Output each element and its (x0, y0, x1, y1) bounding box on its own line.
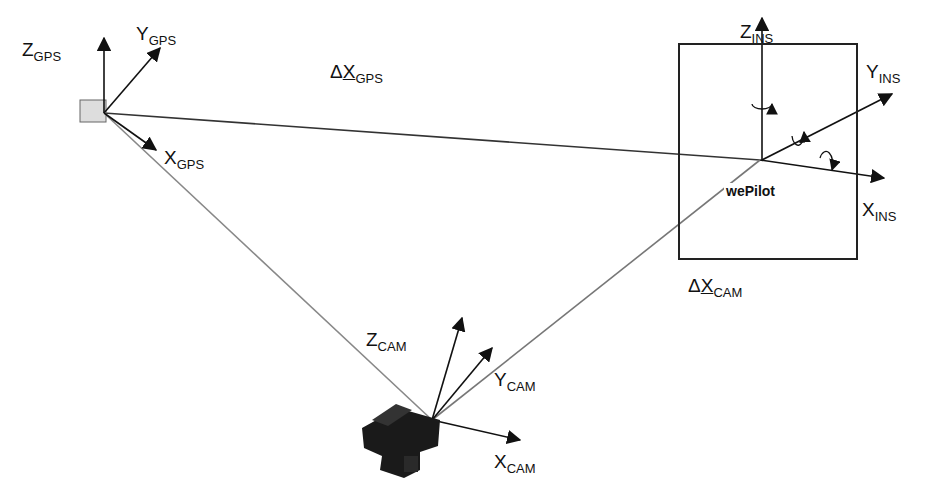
gps-x-axis (104, 113, 156, 150)
axis-label: ZGPS (22, 40, 61, 59)
gps-antenna (80, 100, 106, 122)
axis-label: YINS (866, 62, 900, 81)
cam-lever-arm (432, 160, 760, 420)
rotation-y (792, 132, 804, 145)
rotation-x (820, 151, 833, 170)
axis-label: ΔXCAM (688, 276, 742, 295)
axis-label: YGPS (136, 24, 176, 43)
axis-label: ZINS (740, 22, 773, 41)
cam-y-axis (432, 348, 492, 420)
ins-y-axis (762, 94, 892, 160)
cam-x-axis (432, 420, 520, 440)
gps-cam-line (104, 113, 432, 420)
axis-label: XGPS (164, 148, 204, 167)
ins-box: wePilot (678, 43, 858, 260)
camera (362, 404, 440, 478)
axis-label: ΔXGPS (330, 62, 383, 81)
axis-label: XCAM (494, 452, 536, 471)
axis-label: ZCAM (366, 330, 407, 349)
gps-y-axis (104, 48, 160, 113)
axis-label: XINS (862, 200, 896, 219)
cam-z-axis (432, 318, 462, 420)
gps-z-axis (103, 38, 105, 113)
ins-x-axis (760, 160, 884, 178)
rotation-z (752, 104, 772, 109)
device-name: wePilot (724, 183, 777, 199)
axis-label: YCAM (494, 370, 536, 389)
gps-lever-arm (104, 113, 760, 160)
